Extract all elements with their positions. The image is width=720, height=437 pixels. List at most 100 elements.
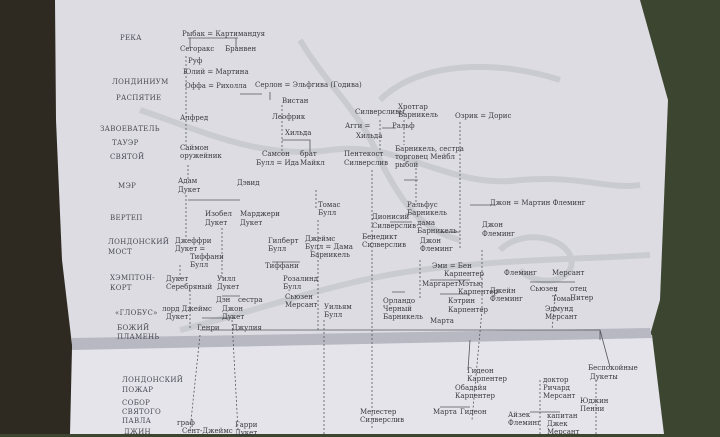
tree-person-name: Булл: [190, 261, 209, 269]
tree-person-name: Джулия: [232, 324, 262, 332]
tree-person-name: Джейн: [490, 287, 516, 295]
tree-person-name: Барникель: [398, 111, 438, 119]
era-label: МОСТ: [108, 248, 133, 256]
tree-person-name: Сьюзен: [530, 285, 558, 293]
era-label: ЛОНДОНСКИЙ: [122, 376, 184, 384]
tree-person-name: Карпентер: [467, 375, 508, 383]
tree-person-name: Булл = Ида: [256, 159, 300, 167]
tree-person-name: лорд Джеймс: [162, 305, 212, 313]
era-label: ХЭМПТОН-: [110, 274, 155, 282]
tree-person-name: Гилберт: [268, 237, 299, 245]
era-label: СВЯТОГО: [122, 408, 162, 416]
tree-person-name: брат: [300, 150, 317, 158]
tree-person-name: Питер: [570, 294, 594, 302]
tree-person-name: Флеминг: [420, 245, 453, 253]
tree-person-name: Флеминг: [504, 269, 537, 277]
tree-person-name: Эми = Бен: [432, 262, 472, 270]
tree-person-name: Флеминг: [482, 230, 515, 238]
lower-page: [70, 335, 664, 434]
tree-person-name: Джеффри: [175, 237, 212, 245]
tree-person-name: Флеминг: [490, 295, 523, 303]
tree-person-name: Ричард: [543, 384, 570, 392]
tree-person-name: Джон = Мартин Флеминг: [490, 199, 586, 207]
tree-person-name: Обадайя: [455, 384, 487, 392]
era-label: РЕКА: [120, 34, 142, 42]
tree-person-name: Гарри: [235, 421, 258, 429]
tree-person-name: Уильям: [324, 303, 352, 311]
tree-person-name: Мерсант: [285, 301, 318, 309]
tree-person-name: Гидеон: [467, 367, 494, 375]
tree-person-name: торговец Мейбл: [395, 153, 455, 161]
era-label: ДЖИН: [124, 428, 151, 436]
tree-person-name: Дукет: [235, 429, 258, 437]
tree-person-name: Марта: [433, 408, 457, 416]
tree-person-name: Карпентер: [444, 270, 485, 278]
tree-person-name: Мэтью: [458, 280, 483, 288]
tree-person-name: Генри: [197, 324, 220, 332]
era-label: СОБОР: [122, 399, 151, 407]
tree-person-name: Серлон = Эльфгива (Годива): [255, 81, 362, 89]
tree-person-name: рыбой: [395, 161, 419, 169]
tree-person-name: Адам: [178, 177, 198, 185]
tree-person-name: Дукет: [240, 219, 263, 227]
era-label: ПАВЛА: [122, 417, 152, 425]
tree-person-name: Айзек: [508, 411, 531, 419]
tree-person-name: Бенедикт: [362, 233, 398, 241]
tree-person-name: Булл: [283, 283, 302, 291]
tree-person-name: Мелестер: [360, 408, 397, 416]
tree-person-name: Карпентер: [448, 306, 489, 314]
tree-person-name: Дэн: [216, 296, 231, 304]
tree-person-name: Дукет: [222, 313, 245, 321]
tree-person-name: Барникель: [310, 251, 350, 259]
tree-person-name: Дионисий: [372, 213, 410, 221]
tree-person-name: Хильда: [356, 132, 383, 140]
tree-person-name: Томас: [318, 201, 341, 209]
tree-lines: [179, 37, 611, 434]
tree-person-name: Сьюзен: [285, 293, 313, 301]
tree-person-name: Юджин: [580, 397, 609, 405]
tree-person-name: Булл: [268, 245, 287, 253]
tree-person-name: Леофрик: [272, 113, 306, 121]
tree-person-name: Розалинд: [283, 275, 319, 283]
tree-person-name: Джон: [420, 237, 442, 245]
tree-person-name: Мерсант: [547, 428, 580, 436]
tree-person-name: Джон: [222, 305, 244, 313]
tree-person-name: Джон: [482, 221, 504, 229]
era-label: ЛОНДОНСКИЙ: [108, 238, 170, 246]
tree-person-name: Марта: [430, 317, 454, 325]
tree-person-name: Джеймс: [305, 235, 336, 243]
tree-person-name: Барникель, сестра: [395, 145, 464, 153]
era-label: ЛОНДИНИУМ: [112, 78, 169, 86]
tree-person-name: Булл: [324, 311, 343, 319]
tree-person-name: Барникель: [407, 209, 447, 217]
tree-person-name: Озрик = Дорис: [455, 112, 512, 120]
tree-person-name: Тиффани: [265, 262, 299, 270]
tree-person-name: Пентекост: [344, 150, 384, 158]
tree-person-name: Беспокойные: [588, 364, 638, 372]
era-label: СВЯТОЙ: [110, 153, 145, 161]
tree-person-name: Булл: [318, 209, 337, 217]
era-label: ЗАВОЕВАТЕЛЬ: [100, 125, 160, 133]
era-label: ВЕРТЕП: [110, 214, 143, 222]
era-label: «ГЛОБУС»: [115, 309, 158, 317]
tree-person-name: Рыбак = Картимандуя: [182, 30, 266, 38]
era-label: КОРТ: [110, 284, 132, 292]
tree-person-name: Орландо: [383, 297, 416, 305]
tree-person-name: Сегоракс: [180, 45, 215, 53]
tree-person-name: Флеминг: [508, 419, 541, 427]
tree-person-name: Джек: [547, 420, 568, 428]
era-label: ПОЖАР: [122, 386, 154, 394]
tree-person-name: Руф: [188, 57, 203, 65]
tree-person-name: Пенни: [580, 405, 605, 413]
tree-person-name: оружейник: [180, 152, 222, 160]
tree-person-name: доктор: [543, 376, 569, 384]
tree-person-name: Марджери: [240, 210, 280, 218]
tree-person-name: Барникель: [417, 227, 457, 235]
tree-person-name: Дукет: [166, 275, 189, 283]
tree-person-name: Силверслив: [372, 222, 417, 230]
tree-person-name: Вистан: [282, 97, 309, 105]
tree-person-name: Маргарет: [422, 280, 459, 288]
tree-person-name: Карпентер: [458, 288, 499, 296]
tree-person-name: Черный: [383, 305, 412, 313]
tree-person-name: Дукет: [178, 186, 201, 194]
